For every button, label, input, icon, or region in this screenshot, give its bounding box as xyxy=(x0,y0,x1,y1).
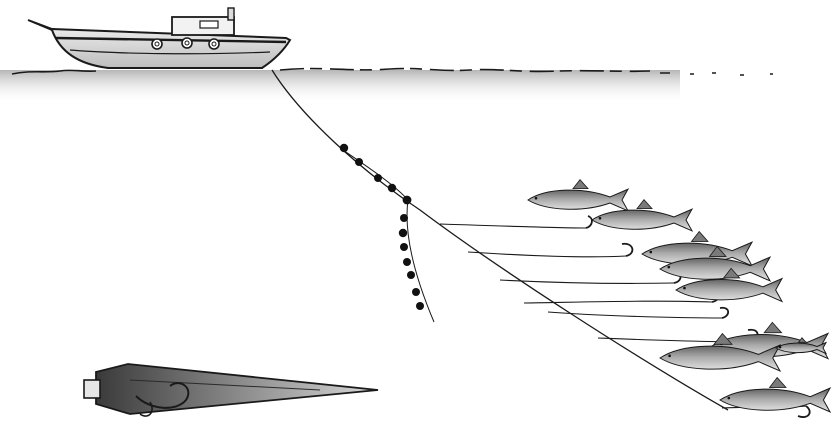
fish-eye xyxy=(534,196,538,200)
float-bead xyxy=(398,228,408,238)
fish-body xyxy=(719,387,831,413)
fish-eye xyxy=(598,216,602,220)
float-bead xyxy=(416,302,424,310)
float-line xyxy=(339,147,435,323)
hook-icon xyxy=(139,401,153,417)
sinker-weight xyxy=(83,363,379,417)
porthole-icon xyxy=(208,38,220,50)
float-bead xyxy=(412,288,420,296)
float-bead xyxy=(339,143,349,153)
fish-body xyxy=(675,277,784,303)
hook-icon xyxy=(621,242,634,257)
weight-swivel xyxy=(83,379,101,399)
float-bead xyxy=(402,195,412,205)
fish-fin xyxy=(708,245,727,257)
porthole-icon xyxy=(184,40,190,46)
fish-fin xyxy=(768,376,787,388)
float-bead xyxy=(374,174,382,182)
porthole-icon xyxy=(181,37,193,49)
branch-line xyxy=(499,279,675,284)
main-longline xyxy=(271,69,729,411)
boat-mast xyxy=(227,7,235,21)
fish-fin xyxy=(763,321,783,334)
fish-fin xyxy=(713,332,733,345)
boat-deck-stripe xyxy=(55,36,287,44)
branch-line xyxy=(547,311,723,319)
fish-eye xyxy=(649,250,653,254)
fish-eye xyxy=(727,396,731,400)
branch-lines xyxy=(439,215,811,418)
fish-icon xyxy=(641,230,754,267)
fish-body xyxy=(659,256,772,282)
fishing-boat xyxy=(27,7,292,69)
fish-body xyxy=(641,241,754,267)
fish-icon xyxy=(659,245,772,282)
float-bead xyxy=(403,258,411,266)
porthole-icon xyxy=(154,41,160,47)
water-shadow xyxy=(0,70,680,104)
float-bead xyxy=(387,183,397,193)
branch-line xyxy=(467,251,627,258)
fish-eye xyxy=(667,265,671,269)
fish-body xyxy=(591,208,694,232)
fish-icon xyxy=(591,198,694,232)
fish-eye xyxy=(668,354,671,358)
boat-hull-line xyxy=(69,49,271,55)
fish-icon xyxy=(775,337,828,355)
hook-icon xyxy=(797,405,811,418)
fish-fin xyxy=(572,178,589,189)
water-line-dots xyxy=(660,72,773,76)
float-beads xyxy=(339,143,424,310)
water-line-left xyxy=(11,69,97,75)
hook-icon xyxy=(585,215,593,229)
weight-highlight-line xyxy=(129,379,321,391)
fish-body xyxy=(527,188,630,212)
float-bead xyxy=(400,243,408,251)
weight-cone xyxy=(95,363,379,415)
float-bead xyxy=(400,214,408,222)
fish-fin xyxy=(797,337,807,343)
branch-line xyxy=(523,300,713,304)
fish-eye xyxy=(683,286,686,290)
water-line-right xyxy=(279,67,651,73)
fish-icon xyxy=(675,267,784,303)
fish-fin xyxy=(636,198,653,209)
water-surface xyxy=(0,67,773,104)
float-bead xyxy=(355,158,363,166)
hooked-fish-group xyxy=(527,178,831,413)
porthole-icon xyxy=(151,38,163,50)
boat-cabin-window xyxy=(199,20,219,29)
fish-icon xyxy=(527,178,630,212)
fish-eye xyxy=(778,345,782,349)
fish-body xyxy=(659,343,782,373)
branch-line xyxy=(439,223,587,229)
hook-icon xyxy=(719,306,730,319)
porthole-icon xyxy=(211,41,217,47)
float-bead xyxy=(407,271,415,279)
fish-icon xyxy=(719,376,831,413)
fish-icon xyxy=(659,332,782,373)
fish-fin xyxy=(690,230,709,242)
fish-body xyxy=(775,341,828,355)
fish-fin xyxy=(722,267,741,279)
